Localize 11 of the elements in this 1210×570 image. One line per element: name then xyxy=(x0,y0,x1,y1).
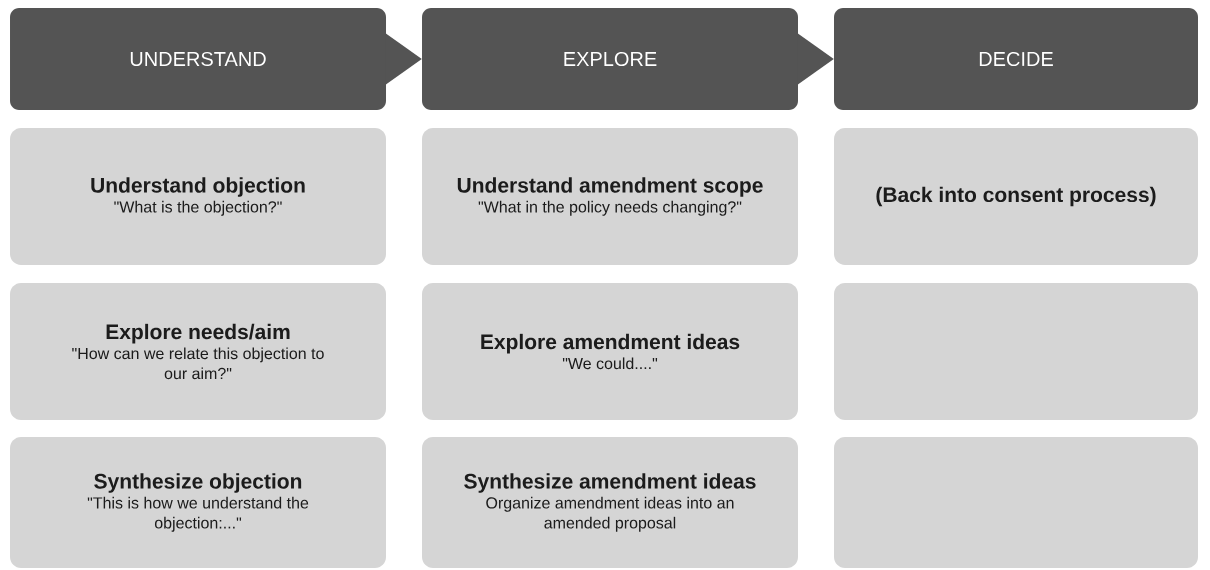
process-box: Explore needs/aim "How can we relate this objection to our aim?" xyxy=(10,283,386,420)
empty-box xyxy=(834,437,1198,568)
empty-box xyxy=(834,283,1198,420)
process-box: Understand amendment scope "What in the policy needs changing?" xyxy=(422,128,798,265)
process-box: Synthesize objection "This is how we understand the objection:..." xyxy=(10,437,386,568)
process-box: Synthesize amendment ideas Organize amendment ideas into an amended proposal xyxy=(422,437,798,568)
chevron-arrow xyxy=(797,33,834,85)
chevron-arrow xyxy=(385,33,422,85)
process-box: (Back into consent process) xyxy=(834,128,1198,265)
process-box: Understand objection "What is the objection?" xyxy=(10,128,386,265)
process-box: Explore amendment ideas "We could...." xyxy=(422,283,798,420)
